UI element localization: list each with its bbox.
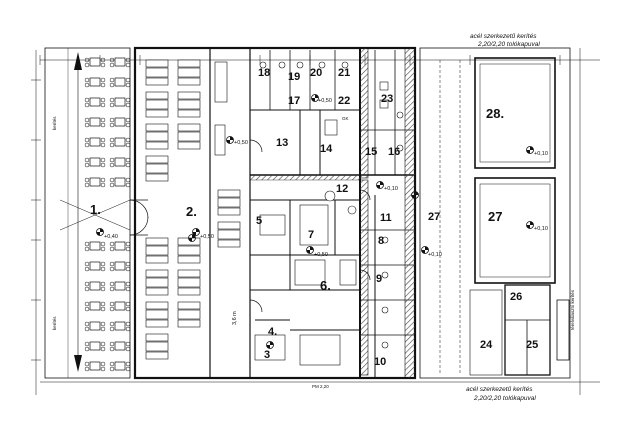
room-16: 16 xyxy=(388,146,400,158)
level-mark-8: +0,10 xyxy=(384,186,398,192)
dimension-label: 3,6 m xyxy=(232,311,238,325)
bathroom-fixtures xyxy=(259,61,404,349)
level-mark-1: +0,40 xyxy=(104,234,118,240)
room-27: 27 xyxy=(488,209,502,224)
room-20: 20 xyxy=(310,67,322,79)
room-15: 15 xyxy=(365,146,377,158)
room-28: 28. xyxy=(486,106,504,121)
fence-note-bottom-2: 2,20/2,20 tolókapuval xyxy=(473,395,536,402)
room-9: 9 xyxy=(376,273,382,285)
level-mark-3: +0,50 xyxy=(234,140,248,146)
courtyard-structure xyxy=(419,47,571,379)
room-labels: 1. 2. 3 4. 5 6. 7 8 9 10 11 12 13 14 15 … xyxy=(90,67,538,368)
gk-label: GK xyxy=(342,116,349,121)
room-17: 17 xyxy=(288,95,300,107)
room-6: 6. xyxy=(320,278,331,293)
room-13: 13 xyxy=(276,137,288,149)
entrance-doors xyxy=(129,139,371,313)
drawing-notes: acél szerkezetű kerítés 2,20/2,20 tolóka… xyxy=(52,33,575,402)
room-18: 18 xyxy=(258,67,270,79)
room-11: 11 xyxy=(380,212,392,224)
room-5: 5 xyxy=(256,215,262,227)
room-3: 3 xyxy=(264,349,270,361)
fence-note-top-1: acél szerkezetű kerítés xyxy=(470,33,537,40)
room-2: 2. xyxy=(186,204,197,219)
room-25: 25 xyxy=(526,339,538,351)
level-mark-2: +0,50 xyxy=(200,234,214,240)
level-mark-4: +0,50 xyxy=(314,252,328,258)
room-19: 19 xyxy=(288,71,300,83)
level-mark-labels: +0,40 +0,50 +0,50 +0,50 +0,10 +0,10 +0,1… xyxy=(104,98,548,258)
room-26: 26 xyxy=(510,291,522,303)
side-note-left-a: kerítés xyxy=(52,116,57,130)
room-10: 10 xyxy=(374,356,386,368)
room-8: 8 xyxy=(378,235,384,247)
room-4: 4. xyxy=(268,326,277,338)
room-24: 24 xyxy=(480,339,493,351)
fence-note-top-2: 2,20/2,20 tolókapuval xyxy=(477,41,540,48)
room-12: 12 xyxy=(336,183,348,195)
room-1: 1. xyxy=(90,202,101,217)
building-walls xyxy=(133,46,417,380)
terrace-area xyxy=(44,47,131,379)
hatched-walls xyxy=(249,47,416,379)
room-7: 7 xyxy=(308,229,314,241)
room-23: 23 xyxy=(381,93,393,105)
level-mark-6: +0,10 xyxy=(534,226,548,232)
room-27-corridor: 27 xyxy=(428,211,440,223)
level-mark-7: +0,10 xyxy=(428,252,442,258)
room-21: 21 xyxy=(338,67,350,79)
level-mark-5: +0,10 xyxy=(534,151,548,157)
fence-note-bottom-1: acél szerkezetű kerítés xyxy=(466,386,533,393)
pm-label: PM 2,20 xyxy=(312,384,329,389)
room-14: 14 xyxy=(320,143,333,155)
side-note-right: térelválasztó kerítés xyxy=(570,289,575,330)
room-22: 22 xyxy=(338,95,350,107)
level-mark-9: +0,50 xyxy=(318,98,332,104)
side-note-left-b: kerítés xyxy=(52,316,57,330)
